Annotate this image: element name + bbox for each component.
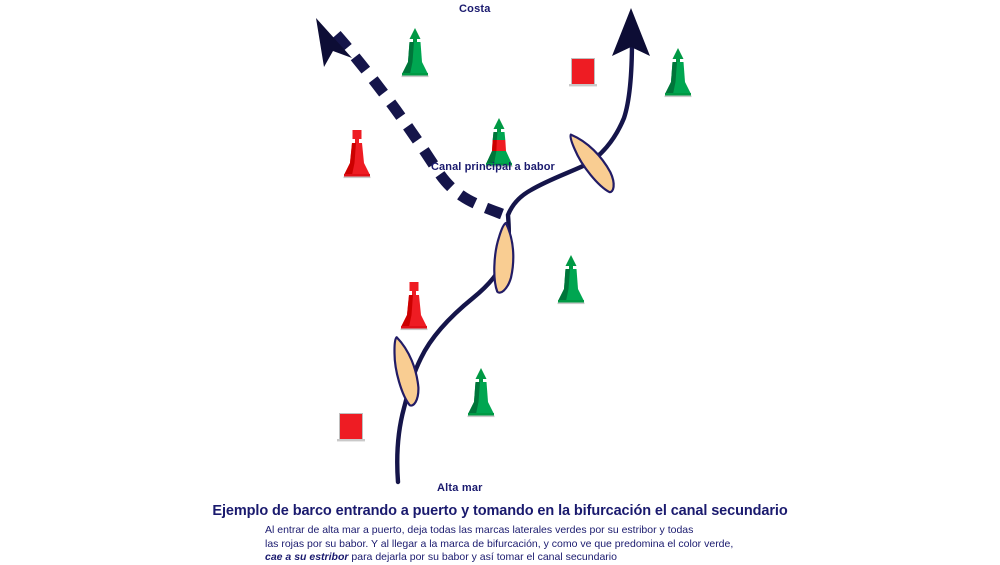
route-taken bbox=[395, 37, 635, 485]
label-canal-principal: Canal principal a babor bbox=[431, 161, 555, 173]
vessel-lower bbox=[386, 333, 425, 409]
caption-line-3: cae a su estribor para dejarla por su ba… bbox=[265, 551, 735, 565]
vessel-middle bbox=[491, 221, 517, 295]
route-arrow-secondary bbox=[612, 8, 650, 56]
green-buoy-4 bbox=[467, 368, 495, 418]
bifurcation-buoy bbox=[485, 118, 513, 168]
red-square-2 bbox=[337, 413, 365, 442]
label-costa: Costa bbox=[459, 3, 491, 15]
caption-line-1: Al entrar de alta mar a puerto, deja tod… bbox=[265, 524, 694, 536]
red-buoy-1 bbox=[343, 130, 371, 179]
green-buoy-2 bbox=[664, 48, 692, 98]
caption-block: Ejemplo de barco entrando a puerto y tom… bbox=[0, 502, 1000, 565]
caption-title: Ejemplo de barco entrando a puerto y tom… bbox=[212, 503, 788, 519]
caption-emphasis: cae a su estribor bbox=[265, 551, 349, 563]
caption-line-2: las rojas por su babor. Y al llegar a la… bbox=[265, 537, 734, 550]
green-buoy-1 bbox=[401, 28, 429, 78]
green-buoy-3 bbox=[557, 255, 585, 305]
caption-line-3-rest: para dejarla por su babor y así tomar el… bbox=[348, 551, 617, 563]
red-buoy-2 bbox=[400, 282, 428, 331]
caption-body: Al entrar de alta mar a puerto, deja tod… bbox=[265, 524, 735, 565]
label-alta-mar: Alta mar bbox=[437, 482, 483, 494]
red-square-1 bbox=[569, 58, 597, 87]
route-main-channel bbox=[330, 29, 504, 220]
route-arrow-main bbox=[316, 18, 352, 67]
